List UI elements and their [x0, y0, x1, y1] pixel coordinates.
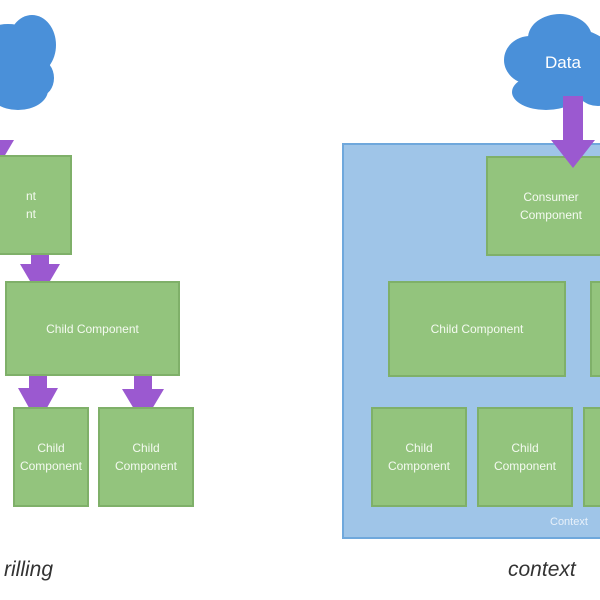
context-container-label: Context — [550, 516, 588, 528]
left-caption: rilling — [4, 558, 54, 581]
grandchild-component-left-2: Child Component — [98, 407, 194, 507]
child-component-right-partial — [590, 281, 600, 377]
top-component: nt nt — [0, 155, 72, 255]
grandchild-component-left-1: Child Component — [13, 407, 89, 507]
right-caption: context — [508, 558, 576, 581]
arrow-child-to-grandchild-1 — [18, 364, 58, 424]
grandchild-component-right-2: Child Component — [477, 407, 573, 507]
arrow-top-to-child-left — [20, 241, 60, 298]
arrow-child-to-grandchild-2 — [122, 365, 164, 424]
grandchild-component-right-partial — [583, 407, 600, 507]
left-data-cloud-icon — [0, 15, 56, 110]
cloud-data-label: Data — [545, 53, 581, 72]
grandchild-component-right-1: Child Component — [371, 407, 467, 507]
child-component-left: Child Component — [5, 281, 180, 376]
consumer-component: Consumer Component — [486, 156, 600, 256]
child-component-right: Child Component — [388, 281, 566, 377]
